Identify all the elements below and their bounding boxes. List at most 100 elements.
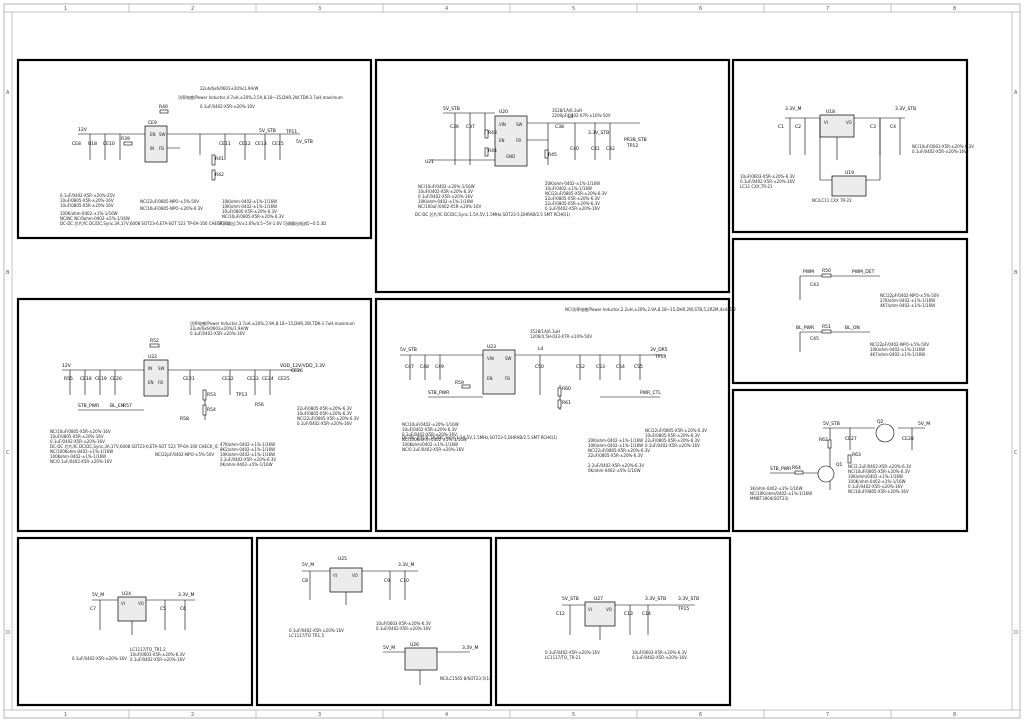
label-text: FB <box>505 376 510 381</box>
inductor-desc: 功率电感/Power Inductor,3.7uH,±20%,2.9A,8.18… <box>190 320 355 326</box>
label-text: VO <box>606 607 612 612</box>
col-label: 3 <box>318 6 321 12</box>
label-text: C48 <box>420 364 429 370</box>
label-text: 0.1uF/0402-X5R-±20%-16V <box>545 206 600 211</box>
label-text: U20 <box>499 109 508 115</box>
label-text: U26 <box>410 642 419 648</box>
label-text: EN <box>487 376 493 381</box>
label-text: IN <box>148 366 152 371</box>
label-text: NC/0.1uF/0402-X5R-±20%-16V <box>402 447 464 452</box>
label-text: U24 <box>122 591 131 597</box>
component-body <box>149 343 160 348</box>
label-text: CE19 <box>95 376 107 382</box>
col-label: 6 <box>699 6 702 12</box>
inductor-spec: 3528/1A/6.3uH <box>552 108 582 113</box>
label-text: 3.3V_STB <box>678 596 699 602</box>
label-text: NC/22pF/0402-NPO-±5%-50V <box>870 342 929 347</box>
pmos-transistor <box>875 423 895 443</box>
label-text: VO <box>846 120 852 125</box>
label-text: R55 <box>64 376 73 382</box>
inductor-desc: 功率电感/Power Inductor,4.7uH,±20%,2.5A,8.18… <box>178 94 343 100</box>
row-label: D <box>6 630 10 636</box>
col-label: 5 <box>572 712 575 718</box>
label-text: STB 输出:5V±1.6%/4.5~5V-1.6V 可调输出电流5~0.5.3… <box>218 220 326 226</box>
component-body <box>731 237 969 385</box>
label-text: 5V_STB <box>562 596 579 602</box>
label-text: STB_PWR <box>770 466 791 472</box>
label-text: 0K/ohm-0402-±5%-1/16W <box>220 462 273 467</box>
wire <box>383 651 470 685</box>
component-body <box>202 389 207 401</box>
component-body <box>123 141 133 146</box>
label-text: CE25 <box>278 376 290 382</box>
label-text: C4 <box>890 124 896 130</box>
component-body <box>557 399 562 409</box>
net-label: 12V <box>78 127 88 133</box>
label-text: SW <box>158 366 165 371</box>
label-text: R60 <box>562 386 571 392</box>
label-text: 5V_M <box>383 645 395 651</box>
cap-spec: 2200pF/0402-X7R-±10%-50V <box>552 113 611 118</box>
ldo-ic-alt <box>404 647 438 671</box>
col-label: 4 <box>445 712 448 718</box>
inductor-spec: 3528/1A/6.3uH <box>530 329 560 334</box>
label-text: 4K7/ohm-0402-±1%-1/16W <box>880 303 935 308</box>
col-label: 1 <box>64 712 67 718</box>
frame-row-labels: A B C D A B C D <box>6 90 1018 636</box>
component-body <box>544 149 549 159</box>
label-text: DC-DC 芯片/IC DC/DC,Sync,3A,17V,6008 SOT23… <box>60 220 229 226</box>
net-label: U21 <box>425 159 434 165</box>
label-text: FB <box>516 138 521 143</box>
component-body <box>557 387 562 397</box>
label-text: NC/100uF/0402-X5R-±20%-16V <box>418 204 481 209</box>
label-text: C45 <box>810 336 819 342</box>
label-text: EN <box>148 380 154 385</box>
label-text: VO <box>138 601 144 606</box>
net-label: 3.3V_STB <box>588 130 609 136</box>
label-text: 10uF/0402-X5R-±20%-6.3V <box>402 427 457 432</box>
label-text: VI <box>588 607 592 612</box>
label-text: NC/0.1uF/0402-X5R-±20%-16V <box>50 459 112 464</box>
label-text: 100Kohm-0402-±1%-1/16W <box>50 454 106 459</box>
label-text: NC/10K/ohm/0402-±1%-1/16W <box>750 491 812 496</box>
component-body <box>847 454 852 464</box>
label-text: 0.1uF/0402-X5R-±20%-16V <box>740 179 795 184</box>
buck-ic <box>144 125 168 163</box>
sheet-border <box>3 3 1021 719</box>
label-text: U18 <box>88 141 97 147</box>
panel-pwm-backlight: PWM PWM_DET BL_PWR BL_ON R50 R51 C43 C45… <box>731 237 969 385</box>
component-body <box>731 58 969 234</box>
component-body <box>16 297 373 533</box>
label-text: 20K/ohm-0402-±1%-1/16W <box>545 181 600 186</box>
col-label: 7 <box>826 712 829 718</box>
label-text: IN <box>150 146 154 151</box>
component-body <box>461 384 471 389</box>
label-text: 10uF/0402-X5R-±20%-6.3V <box>418 189 473 194</box>
label-text: R62 <box>819 437 828 443</box>
label-text: FB <box>159 146 164 151</box>
npn-transistor <box>817 465 835 483</box>
component-body <box>794 470 804 475</box>
label-text: R50 <box>822 268 831 274</box>
label-text: C1 <box>778 124 784 130</box>
label-text: NC/22uF/0805-X5R-±20%-6.3V <box>545 191 607 196</box>
net-label: 5V_STB <box>259 128 276 134</box>
label-text: 0.1uF/0402-X5R-±20%-16V <box>418 194 473 199</box>
label-text: BL_ON <box>845 325 860 331</box>
wire <box>799 275 880 352</box>
label-text: 10uF/0805-X5R-±20%-6.3V <box>645 433 700 438</box>
label-text: C43 <box>810 282 819 288</box>
label-text: 10K/ohm-0402-±1%-1/16W <box>220 452 275 457</box>
label-text: C55 <box>634 364 643 370</box>
label-text: 10uF/0603-X5R-±20%-6.3V <box>130 652 185 657</box>
label-text: C52 <box>576 364 585 370</box>
label-text: Q1 <box>836 462 843 468</box>
label-text: U18 <box>826 109 835 115</box>
label-text: R51 <box>822 324 831 330</box>
label-text: R61 <box>562 400 571 406</box>
row-label: A <box>6 90 10 96</box>
label-text: 5V_STB <box>823 421 840 427</box>
label-text: NC/10uF/0402-±20%-1/16W <box>402 422 459 427</box>
label-text: R44 <box>488 148 497 154</box>
component-body <box>374 297 731 533</box>
